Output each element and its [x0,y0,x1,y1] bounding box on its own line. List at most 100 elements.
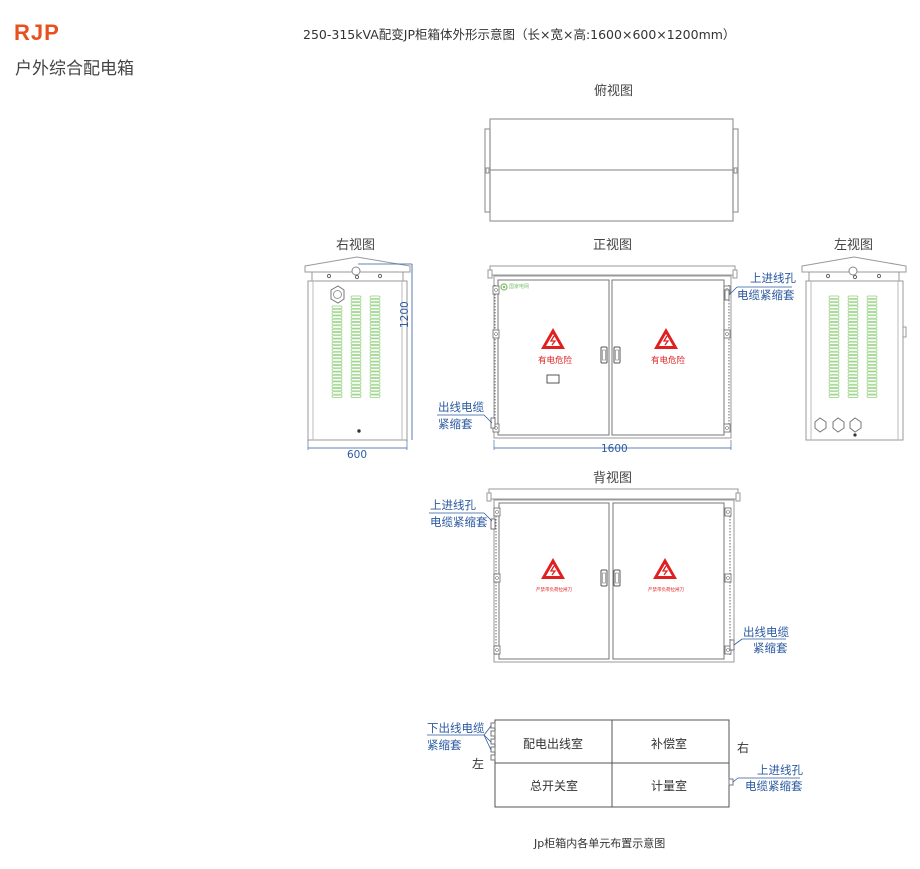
vent-slot [369,394,381,398]
vent-slot [828,315,840,319]
vent-slot [828,388,840,392]
vent-slot [866,298,878,303]
depth-dimension-label: 600 [347,449,368,461]
vent-slot [350,298,362,303]
vent-slot [331,305,343,309]
vent-slot [847,355,859,359]
vent-slot [828,312,840,316]
vent-slot [331,355,343,359]
vent-slot [369,325,381,329]
vent-slot [331,371,343,375]
vent-slot [866,374,878,378]
vent-slot [331,361,343,365]
vent-slot [331,368,343,372]
vent-slot [866,358,878,362]
vent-slot [369,318,381,322]
vent-slot [847,364,859,369]
vent-slot [828,391,840,395]
vent-slot [866,345,878,349]
vent-slot [847,315,859,319]
top-view-drawing [484,118,739,222]
length-dimension-label: 1600 [601,443,628,455]
vent-slot [331,388,343,392]
vent-slot [847,335,859,339]
vent-slot [847,371,859,375]
left-view-label: 左视图 [834,238,874,253]
layout-outlet-callout-line1: 下出线电缆 [427,721,485,735]
cell-compensation-room: 补偿室 [651,737,688,751]
vent-slot [866,355,878,359]
vent-slot [828,318,840,322]
vent-slot [847,338,859,342]
vent-slot [828,348,840,352]
vent-slot [847,341,859,345]
vent-slot [369,384,381,388]
vent-slot [350,328,362,332]
vent-slot [369,381,381,385]
vent-slot [350,371,362,375]
vent-slot [866,322,878,326]
cell-main-switch-room: 总开关室 [530,779,579,793]
vent-slot [331,341,343,346]
vent-slot [369,341,381,345]
vent-slot [847,298,859,303]
vent-slot [350,345,362,349]
vent-slot [331,348,343,352]
vent-slot [369,328,381,332]
vent-slot [828,384,840,388]
vent-slot [828,341,840,345]
front-outlet-callout-line2: 紧缩套 [438,417,473,431]
vent-slot [828,328,840,332]
back-outlet-callout-line1: 出线电缆 [743,625,789,639]
vent-slot [828,381,840,385]
vent-slot [847,388,859,392]
vent-slot [350,331,362,336]
layout-diagram-grid [427,719,800,808]
cell-distribution-outlet-room: 配电出线室 [523,737,584,751]
back-outlet-callout-line2: 紧缩套 [753,641,788,655]
front-right-warning-text: 有电危险 [651,356,686,366]
right-view-label: 右视图 [336,238,376,253]
vent-slot [369,351,381,355]
vent-slot [866,328,878,332]
vent-slot [331,318,343,322]
vent-slot [828,355,840,359]
right-side-label: 右 [737,741,750,755]
vent-slot [331,322,343,326]
vent-slot [369,315,381,319]
vent-slot [369,335,381,339]
vent-slot [350,381,362,385]
vent-slot [350,318,362,322]
vent-slot [350,348,362,352]
vent-slot [847,331,859,336]
vent-slot [828,345,840,349]
vent-slot [331,394,343,398]
layout-inlet-callout-line1: 上进线孔 [757,763,803,777]
vent-slot [866,364,878,369]
vent-slot [866,351,878,355]
vent-slot [350,361,362,365]
vent-slots [331,295,381,398]
vent-slot [866,325,878,329]
vent-slot [331,338,343,342]
vent-slot [350,394,362,398]
vent-slot [331,308,343,313]
layout-outlet-callout-line2: 紧缩套 [427,738,462,752]
vent-slot [350,374,362,378]
vent-slot [828,361,840,365]
vent-slot [828,302,840,306]
vent-slot [331,315,343,319]
vent-slot [847,391,859,395]
back-view-drawing [429,488,786,663]
vent-slot [331,325,343,329]
vent-slot [350,378,362,382]
vent-slots [828,295,878,398]
vent-slot [331,335,343,339]
left-view-drawing [801,256,907,441]
vent-slot [350,302,362,306]
vent-slot [847,358,859,362]
vent-slot [350,358,362,362]
product-subtitle: 户外综合配电箱 [15,59,134,79]
front-outlet-callout-line1: 出线电缆 [438,400,484,414]
vent-slot [350,315,362,319]
